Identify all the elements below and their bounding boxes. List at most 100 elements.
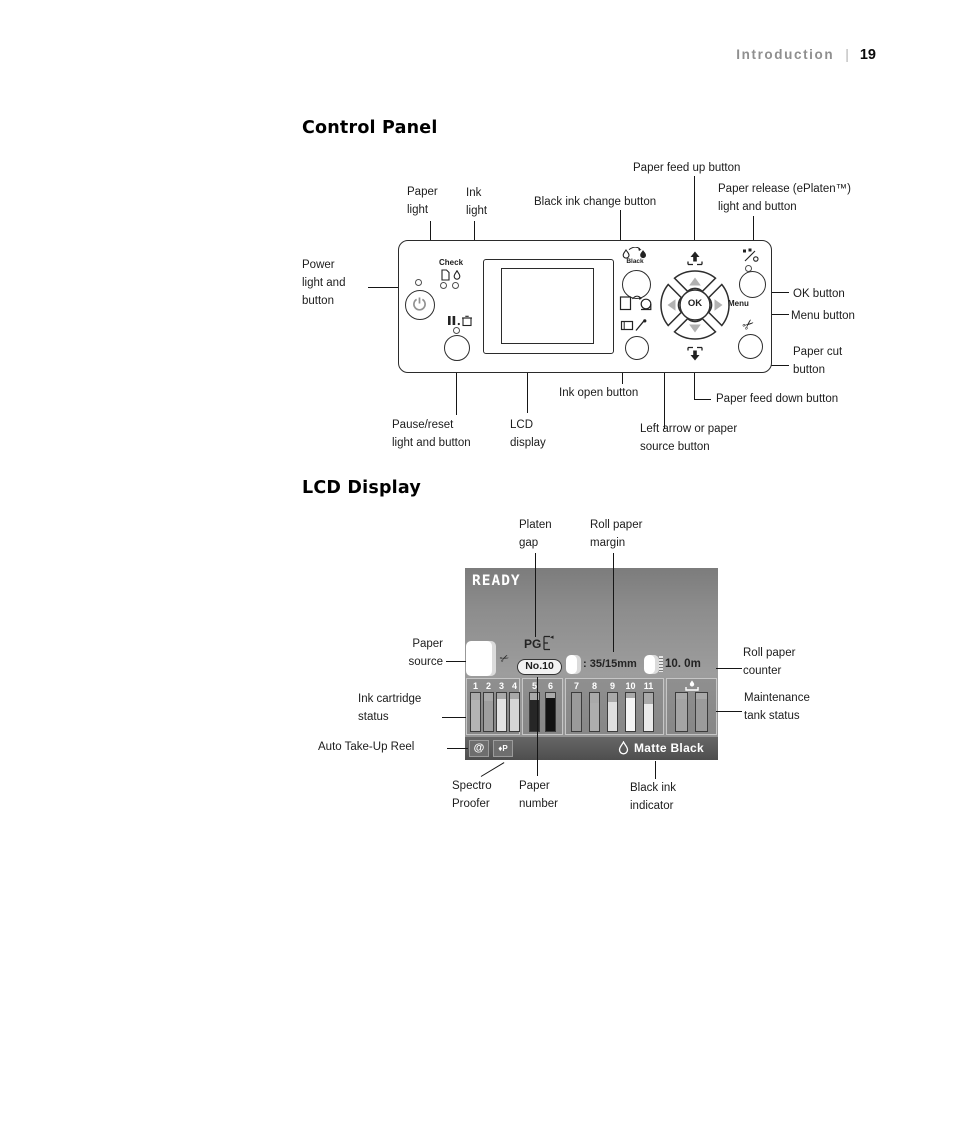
callout-paper-source: Paper source — [408, 638, 443, 668]
ink-cartridge-slot-5: 5 — [529, 680, 540, 732]
right-arrow-icon — [714, 299, 723, 311]
left-arrow-icon — [667, 299, 676, 311]
black-ink-change-icon — [622, 247, 646, 259]
black-ink-change-button — [622, 270, 651, 299]
lcd-status-bar: @ ♦P Matte Black — [465, 737, 718, 760]
ok-button: OK — [687, 298, 703, 309]
roll-margin-icon — [566, 655, 581, 674]
callout-ink-light: Ink light — [466, 187, 488, 217]
leader-line — [753, 216, 754, 248]
lcd-status-text: READY — [472, 573, 521, 589]
ink-cartridge-slot-7: 7 — [571, 680, 582, 732]
paper-feed-up-icon — [687, 251, 703, 266]
callout-roll-paper-counter: Roll paper counter — [743, 647, 796, 677]
leader-line — [456, 360, 457, 415]
callout-black-ink-change: Black ink change button — [534, 196, 657, 208]
leader-line — [537, 677, 538, 776]
lcd-display-screen — [501, 268, 594, 344]
leader-line — [716, 668, 742, 669]
paper-feed-down-icon — [687, 346, 703, 361]
callout-paper-feed-down: Paper feed down button — [716, 393, 839, 405]
spectro-proofer-icon: ♦P — [493, 740, 513, 757]
ink-cartridge-slot-8: 8 — [589, 680, 600, 732]
paper-number-badge: No.10 — [517, 659, 562, 675]
control-panel-heading: Control Panel — [302, 118, 438, 138]
callout-roll-paper-margin: Roll paper margin — [590, 519, 643, 549]
paper-cut-button — [738, 334, 763, 359]
leader-line — [664, 329, 665, 429]
check-label: Check — [439, 258, 464, 267]
ink-cartridge-slot-4: 4 — [509, 680, 520, 732]
ink-open-icon — [620, 319, 647, 331]
black-label: Black — [626, 258, 644, 265]
roll-margin-value: : 35/15mm — [583, 658, 637, 670]
callout-lcd-display: LCD display — [510, 419, 546, 449]
callout-paper-light: Paper light — [407, 186, 438, 216]
callout-maintenance-tank: Maintenance tank status — [744, 692, 810, 722]
platen-gap-icon — [543, 635, 554, 651]
leader-line — [694, 176, 695, 251]
pause-light — [453, 327, 460, 334]
ink-cartridge-slot-1: 1 — [470, 680, 481, 732]
maintenance-bar-1 — [675, 692, 688, 732]
ink-cartridge-slot-3: 3 — [496, 680, 507, 732]
callout-menu-button: Menu button — [791, 310, 855, 322]
callout-paper-cut: Paper cut button — [793, 346, 843, 376]
menu-button-label: Menu — [728, 299, 749, 308]
header-page-number: 19 — [859, 47, 876, 63]
power-button — [405, 290, 435, 320]
paper-source-icon — [619, 295, 652, 311]
callout-ink-cartridge-status: Ink cartridge status — [358, 693, 422, 723]
header-divider: | — [845, 46, 849, 62]
ink-check-light — [452, 282, 459, 289]
leader-line — [442, 717, 466, 718]
maintenance-bars — [675, 692, 708, 732]
callout-paper-release: Paper release (ePlaten™) light and butto… — [718, 183, 851, 213]
ink-cartridge-slot-11: 11 — [643, 680, 654, 732]
maintenance-tank-box — [666, 678, 717, 735]
callout-auto-take-up-reel: Auto Take-Up Reel — [318, 741, 415, 753]
leader-line — [535, 553, 536, 637]
callout-power: Power light and button — [302, 259, 346, 307]
paper-release-button — [739, 271, 766, 298]
cutter-icon: ✂ — [497, 650, 512, 667]
page-header: Introduction | 19 — [640, 46, 876, 63]
power-icon — [413, 297, 426, 311]
paper-release-icon — [743, 248, 759, 262]
power-light — [415, 279, 422, 286]
leader-line — [694, 399, 711, 400]
paper-roll-icon — [466, 641, 496, 676]
callout-black-ink-indicator: Black ink indicator — [630, 782, 677, 812]
leader-line — [620, 210, 621, 247]
ink-cartridge-slot-6: 6 — [545, 680, 556, 732]
ink-cartridge-slot-2: 2 — [483, 680, 494, 732]
callout-left-arrow: Left arrow or paper source button — [640, 423, 738, 453]
dpad — [660, 270, 730, 340]
scissors-icon: ✂ — [739, 315, 759, 335]
callout-ink-open: Ink open button — [559, 387, 639, 399]
control-panel-illustration: Check Black — [398, 240, 772, 373]
leader-line — [446, 661, 466, 662]
callout-paper-feed-up: Paper feed up button — [633, 162, 741, 174]
callout-paper-number: Paper number — [519, 780, 558, 810]
black-ink-drop-icon — [618, 741, 629, 755]
callout-spectro-proofer: Spectro Proofer — [452, 780, 492, 810]
down-arrow-icon — [689, 324, 701, 333]
roll-counter-icon — [644, 655, 663, 674]
maintenance-bar-2 — [695, 692, 708, 732]
auto-take-up-reel-icon: @ — [469, 740, 489, 757]
leader-line — [655, 761, 656, 779]
header-section-title: Introduction — [736, 47, 835, 62]
paper-check-icon — [441, 269, 450, 281]
lcd-display-heading: LCD Display — [302, 478, 421, 498]
platen-gap-value: PG — [524, 637, 542, 651]
black-ink-value: Matte Black — [634, 741, 704, 755]
leader-line — [613, 553, 614, 652]
leader-line — [480, 762, 505, 777]
leader-line — [716, 711, 742, 712]
leader-line — [694, 361, 695, 400]
ink-cartridge-slot-9: 9 — [607, 680, 618, 732]
